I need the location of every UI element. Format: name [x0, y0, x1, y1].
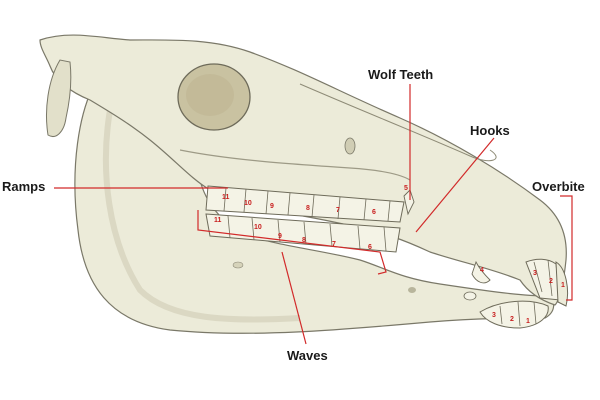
overbite-label: Overbite [532, 179, 585, 194]
wolf-teeth-label: Wolf Teeth [368, 67, 434, 82]
tooth-number-lower-incisor-3: 3 [492, 312, 496, 319]
tooth-number-lower-7: 7 [332, 241, 336, 248]
tooth-number-upper-incisor-1: 1 [561, 282, 565, 289]
tooth-number-lower-9: 9 [278, 233, 282, 240]
tooth-number-upper-10: 10 [244, 200, 252, 207]
tooth-number-upper-incisor-3: 3 [533, 270, 537, 277]
lower-tooth-numbers: 11 10 9 8 7 6 [214, 217, 372, 251]
tooth-number-upper-incisor-2: 2 [549, 278, 553, 285]
zygomatic-arch [179, 149, 411, 181]
mental-foramen [408, 287, 416, 293]
tooth-number-upper-5: 5 [404, 185, 408, 192]
hooks-callout-line [415, 137, 495, 233]
tooth-number-lower-10: 10 [254, 224, 262, 231]
tooth-number-upper-9: 9 [270, 203, 274, 210]
mandible-shading [102, 109, 301, 323]
cranium [39, 34, 567, 306]
upper-tooth-numbers: 11 10 9 8 7 6 5 [222, 185, 408, 216]
infraorbital-foramen [344, 137, 356, 155]
waves-callout-bracket [197, 210, 387, 275]
hooks-label: Hooks [470, 123, 510, 138]
tooth-number-upper-8: 8 [306, 205, 310, 212]
canine-lower [463, 291, 477, 301]
upper-incisors [525, 258, 569, 307]
small-foramen [232, 261, 244, 269]
wolf-tooth [403, 189, 415, 216]
nasal-bone-edge [299, 83, 497, 162]
canine-tooth [471, 260, 491, 284]
waves-callout-line [281, 251, 307, 345]
occipital-crest [46, 59, 72, 137]
waves-label: Waves [287, 348, 328, 363]
tooth-number-lower-6: 6 [368, 244, 372, 251]
tooth-number-lower-11: 11 [214, 217, 222, 224]
overbite-callout-line [560, 195, 573, 301]
tooth-number-lower-incisor-2: 2 [510, 316, 514, 323]
tooth-number-lower-8: 8 [302, 237, 306, 244]
eye-socket-inner [186, 74, 234, 116]
lower-incisors [479, 300, 549, 329]
tooth-number-canine-4: 4 [480, 267, 484, 274]
upper-cheek-teeth [205, 185, 405, 223]
tooth-number-lower-incisor-1: 1 [526, 318, 530, 325]
incisor-numbers: 3 2 1 3 2 1 4 [480, 267, 565, 325]
ramps-label: Ramps [2, 179, 46, 194]
tooth-number-upper-11: 11 [222, 194, 230, 201]
tooth-number-upper-6: 6 [372, 209, 376, 216]
tooth-number-upper-7: 7 [336, 207, 340, 214]
lower-cheek-teeth [205, 213, 401, 253]
